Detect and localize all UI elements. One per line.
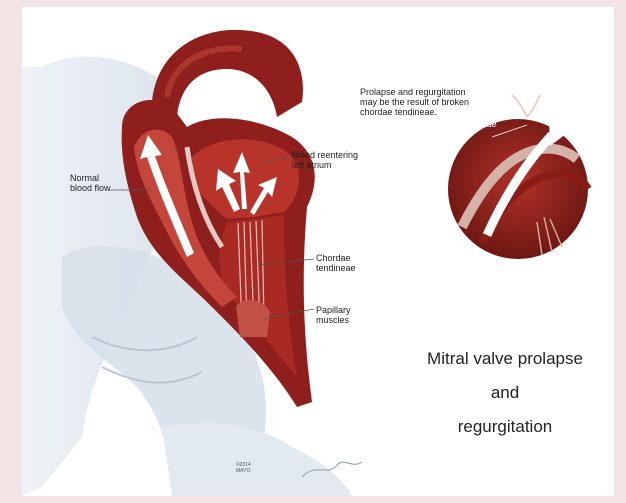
label-blood-reentering: Blood reentering left atrium bbox=[292, 150, 358, 170]
title-line-2: and bbox=[420, 383, 590, 403]
illustration-frame: Normal blood flow Blood reentering left … bbox=[22, 7, 614, 496]
label-broken-chordae: Broken chordae bbox=[464, 109, 497, 129]
label-chordae-tendineae: Chordae tendineae bbox=[316, 253, 356, 273]
title-line-1: Mitral valve prolapse bbox=[420, 349, 590, 369]
label-papillary-muscles: Papillary muscles bbox=[316, 305, 351, 325]
inset-caption: Prolapse and regurgitation may be the re… bbox=[360, 87, 469, 117]
copyright-mark: ©2014 MAYO bbox=[236, 462, 251, 474]
aorta bbox=[152, 30, 303, 117]
title-line-3: regurgitation bbox=[420, 417, 590, 437]
label-normal-blood-flow: Normal blood flow bbox=[70, 173, 111, 193]
